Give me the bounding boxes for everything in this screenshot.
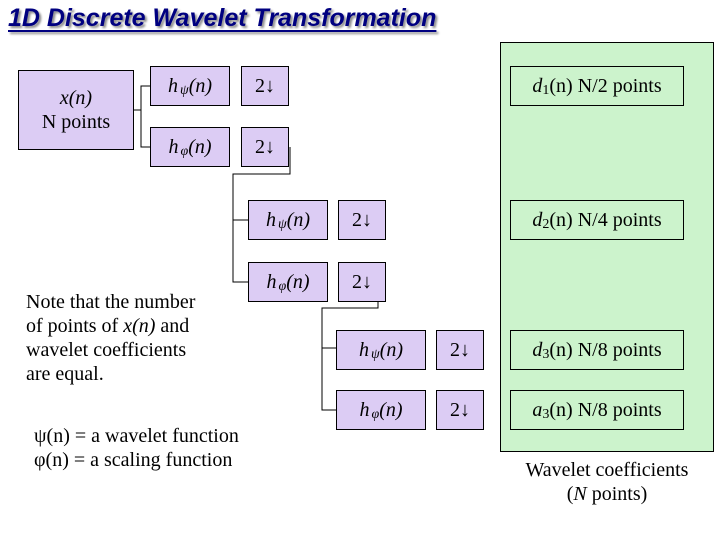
phi-symbol: φ: [278, 279, 287, 294]
downsample-label: 2: [255, 74, 265, 97]
downsample-label: 2: [450, 338, 460, 361]
filter-arg: (n): [188, 135, 212, 158]
filter-h: h: [358, 338, 369, 361]
input-signal-label: x(n): [59, 87, 93, 109]
coef-arg: (n): [549, 74, 573, 97]
coef-arg: (n): [549, 338, 573, 361]
connector-level2: [232, 147, 291, 283]
input-signal-box: x(n) N points: [18, 70, 134, 150]
filter-arg: (n): [379, 338, 404, 361]
phi-symbol: φ: [34, 449, 46, 471]
phi-symbol: φ: [371, 407, 380, 422]
coef-symbol: d: [532, 208, 543, 231]
downsample-3a: 2↓: [436, 330, 484, 370]
filter-arg: (n): [286, 270, 310, 293]
coef-arg: (n): [549, 398, 573, 421]
down-arrow-icon: ↓: [265, 74, 275, 97]
psi-symbol: ψ: [34, 425, 47, 447]
downsample-1b: 2↓: [241, 127, 289, 167]
coef-points: N/8 points: [577, 398, 662, 421]
psi-symbol: ψ: [370, 347, 380, 362]
down-arrow-icon: ↓: [362, 208, 372, 231]
caption-fragment: points): [586, 483, 648, 505]
caption-line: (N points): [500, 482, 714, 506]
phi-symbol: φ: [180, 144, 189, 159]
filter-arg: (n): [379, 398, 403, 421]
psi-symbol: ψ: [277, 217, 287, 232]
downsample-1a: 2↓: [241, 66, 289, 106]
downsample-label: 2: [450, 398, 460, 421]
legend-text: (n) = a wavelet function: [46, 425, 239, 447]
filter-h: h: [265, 208, 276, 231]
coef-subscript: 1: [542, 83, 550, 98]
coef-points: N/2 points: [577, 74, 662, 97]
filter-h: h: [359, 398, 370, 421]
coef-points: N/4 points: [577, 208, 662, 231]
wavelet-function-def: ψ(n) = a wavelet function: [34, 424, 314, 448]
downsample-3b: 2↓: [436, 390, 484, 430]
note-fragment: and: [155, 315, 190, 337]
scaling-function-def: φ(n) = a scaling function: [34, 448, 314, 472]
panel-caption: Wavelet coefficients (N points): [500, 458, 714, 506]
psi-symbol: ψ: [179, 83, 189, 98]
note-line: Note that the number: [26, 291, 196, 313]
coef-symbol: d: [532, 338, 543, 361]
function-legend: ψ(n) = a wavelet function φ(n) = a scali…: [34, 424, 314, 472]
note-text: Note that the number of points of x(n) a…: [26, 290, 246, 386]
wavelet-coefficients-panel: [500, 42, 714, 452]
note-line: wavelet coefficients: [26, 339, 187, 361]
filter-h: h: [167, 74, 178, 97]
note-fragment: of points of: [26, 315, 124, 337]
filter-h: h: [266, 270, 277, 293]
coef-symbol: a: [532, 398, 543, 421]
caption-line: Wavelet coefficients: [525, 459, 689, 481]
downsample-2b: 2↓: [338, 262, 386, 302]
down-arrow-icon: ↓: [362, 270, 372, 293]
note-signal: x(n): [123, 315, 156, 337]
legend-text: (n) = a scaling function: [45, 449, 233, 471]
page-title: 1D Discrete Wavelet Transformation: [8, 4, 437, 32]
coef-arg: (n): [549, 208, 573, 231]
down-arrow-icon: ↓: [460, 398, 470, 421]
downsample-label: 2: [255, 135, 265, 158]
coef-symbol: d: [532, 74, 543, 97]
filter-arg: (n): [286, 208, 311, 231]
filter-arg: (n): [188, 74, 213, 97]
filter-h: h: [168, 135, 179, 158]
caption-fragment: (: [566, 483, 574, 505]
note-line: are equal.: [26, 363, 104, 385]
coef-subscript: 2: [542, 217, 550, 232]
coef-points: N/8 points: [577, 338, 662, 361]
caption-n: N: [573, 483, 587, 505]
note-line: of points of x(n) and: [26, 314, 246, 338]
down-arrow-icon: ↓: [460, 338, 470, 361]
downsample-label: 2: [352, 270, 362, 293]
downsample-label: 2: [352, 208, 362, 231]
down-arrow-icon: ↓: [265, 135, 275, 158]
coef-subscript: 3: [542, 347, 550, 362]
input-points-label: N points: [41, 111, 111, 133]
coef-subscript: 3: [542, 407, 550, 422]
connector-level1: [134, 85, 150, 148]
downsample-2a: 2↓: [338, 200, 386, 240]
